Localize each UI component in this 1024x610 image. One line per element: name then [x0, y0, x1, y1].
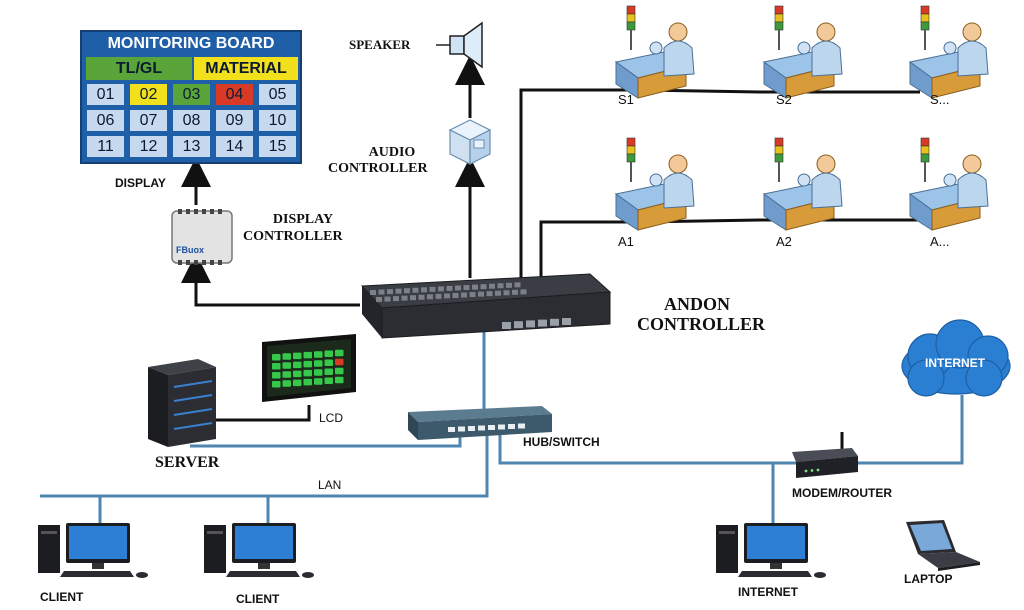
board-cell: 14: [215, 135, 254, 158]
lcd-monitor: [256, 332, 360, 408]
board-cell: 15: [258, 135, 297, 158]
andon-controller-label-2: CONTROLLER: [637, 314, 766, 334]
internet-pc-label: INTERNET: [738, 585, 798, 599]
board-cell: 12: [129, 135, 168, 158]
workstation: [612, 136, 702, 236]
station-label: S1: [618, 92, 634, 107]
board-cell: 02: [129, 83, 168, 106]
desktop-pc: [200, 519, 320, 579]
speaker-icon: [436, 20, 490, 72]
board-header-material: MATERIAL: [194, 57, 298, 80]
station-label: S...: [930, 92, 950, 107]
display-caption: DISPLAY: [115, 176, 166, 190]
workstation: [906, 136, 996, 236]
speaker-label: SPEAKER: [349, 37, 411, 52]
station-label: S2: [776, 92, 792, 107]
display-controller-device: FBuox: [168, 207, 236, 267]
internet-cloud-label: INTERNET: [925, 356, 985, 370]
modem-router-device: [788, 428, 860, 480]
client-label-2: CLIENT: [236, 592, 280, 606]
audio-controller-icon: [444, 116, 496, 168]
desktop-pc: [34, 519, 154, 579]
board-header-tlgl: TL/GL: [86, 57, 192, 80]
display-controller-label-1: DISPLAY: [272, 212, 334, 227]
station-label: A1: [618, 234, 634, 249]
board-cell: 10: [258, 109, 297, 132]
station-label: A2: [776, 234, 792, 249]
display-controller-brand: FBuox: [176, 245, 204, 255]
board-cell: 09: [215, 109, 254, 132]
board-cell: 08: [172, 109, 211, 132]
lcd-label: LCD: [319, 411, 344, 425]
board-title: MONITORING BOARD: [107, 35, 275, 52]
hub-switch-label: HUB/SWITCH: [523, 435, 600, 449]
hub-switch-device: [404, 404, 554, 444]
client-label-1: CLIENT: [40, 590, 84, 604]
board-cell: 07: [129, 109, 168, 132]
board-cell: 05: [258, 83, 297, 106]
desktop-pc: [712, 519, 832, 579]
workstation: [906, 4, 996, 104]
board-cell: 01: [86, 83, 125, 106]
lan-lines: [40, 330, 964, 525]
audio-controller-label-2: CONTROLLER: [328, 161, 428, 176]
andon-controller-device: [352, 270, 614, 352]
laptop-device: [898, 518, 984, 574]
server-device: [144, 357, 220, 449]
internet-cloud-icon: [894, 318, 1018, 404]
andon-controller-label-1: ANDON: [664, 294, 730, 314]
board-cell: 04: [215, 83, 254, 106]
workstation: [612, 4, 702, 104]
board-cell: 13: [172, 135, 211, 158]
display-controller-label-2: CONTROLLER: [243, 229, 343, 244]
station-label: A...: [930, 234, 950, 249]
laptop-label: LAPTOP: [904, 572, 953, 586]
board-cell: 03: [172, 83, 211, 106]
audio-controller-label-1: AUDIO: [368, 145, 416, 160]
board-cell: 11: [86, 135, 125, 158]
board-cell: 06: [86, 109, 125, 132]
lan-label: LAN: [318, 478, 342, 492]
workstation: [760, 136, 850, 236]
modem-router-label: MODEM/ROUTER: [792, 486, 892, 500]
workstation: [760, 4, 850, 104]
server-label: SERVER: [155, 454, 220, 471]
